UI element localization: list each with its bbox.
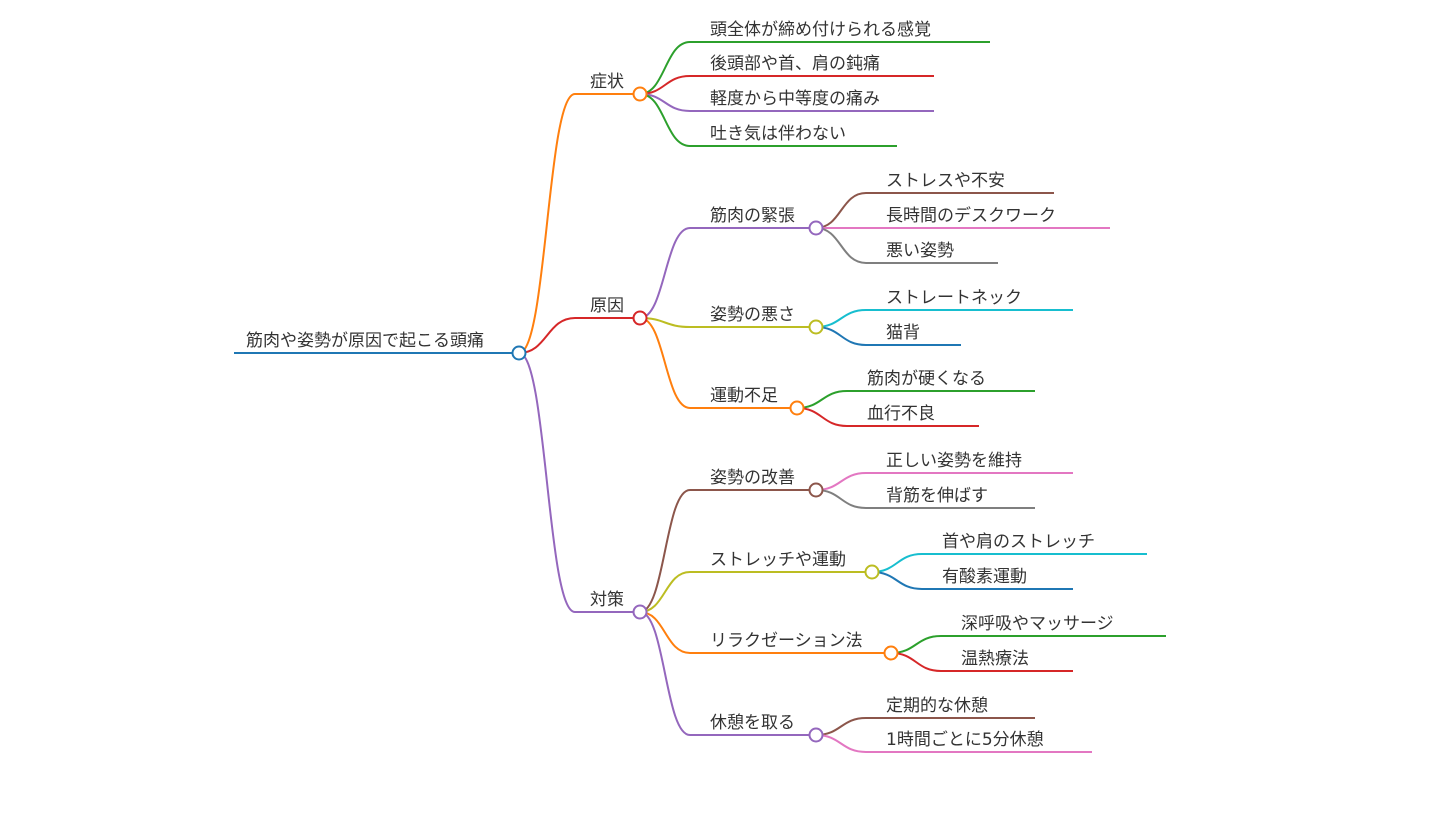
leaf-label-root-2-3-1[interactable]: 1時間ごとに5分休憩 bbox=[886, 730, 1044, 750]
labels-layer: 筋肉や姿勢が原因で起こる頭痛 症状 頭全体が締め付けられる感覚後頭部や首、肩の鈍痛軽… bbox=[246, 20, 1114, 750]
leaf-label-root-2-2-1[interactable]: 温熱療法 bbox=[961, 649, 1029, 669]
branch-label-root-1-0[interactable]: 筋肉の緊張 bbox=[710, 206, 795, 226]
collapse-toggle-root-0[interactable] bbox=[632, 86, 648, 102]
leaf-label-root-1-0-2[interactable]: 悪い姿勢 bbox=[886, 241, 954, 261]
collapse-toggle-root-2-0[interactable] bbox=[808, 482, 824, 498]
leaf-label-root-0-1[interactable]: 後頭部や首、肩の鈍痛 bbox=[710, 54, 880, 74]
branch-label-root-1-1[interactable]: 姿勢の悪さ bbox=[710, 305, 795, 325]
leaf-label-root-1-2-1[interactable]: 血行不良 bbox=[867, 404, 935, 424]
leaf-label-root-0-2[interactable]: 軽度から中等度の痛み bbox=[710, 89, 880, 109]
leaf-label-root-1-1-1[interactable]: 猫背 bbox=[886, 323, 920, 343]
connector-root-0 bbox=[518, 93, 576, 354]
collapse-toggle-root-2[interactable] bbox=[632, 604, 648, 620]
collapse-toggle-root-1-0[interactable] bbox=[808, 220, 824, 236]
connector-root-2 bbox=[518, 352, 576, 613]
connector-root-1-1-0 bbox=[815, 309, 867, 328]
branch-label-root[interactable]: 筋肉や姿勢が原因で起こる頭痛 bbox=[246, 331, 484, 351]
branch-label-root-2[interactable]: 対策 bbox=[590, 590, 624, 610]
collapse-toggle-root-2-3[interactable] bbox=[808, 727, 824, 743]
branch-label-root-2-1[interactable]: ストレッチや運動 bbox=[710, 550, 846, 570]
edges-layer bbox=[234, 41, 1166, 753]
leaf-label-root-2-3-0[interactable]: 定期的な休憩 bbox=[886, 696, 988, 716]
leaf-label-root-1-1-0[interactable]: ストレートネック bbox=[886, 288, 1022, 308]
collapse-toggle-root-1-1[interactable] bbox=[808, 319, 824, 335]
connector-root-2-1 bbox=[639, 571, 691, 613]
branch-label-root-1[interactable]: 原因 bbox=[590, 296, 624, 316]
connector-root-2-2-0 bbox=[890, 635, 942, 654]
leaf-label-root-2-1-1[interactable]: 有酸素運動 bbox=[942, 567, 1027, 587]
leaf-label-root-0-0[interactable]: 頭全体が締め付けられる感覚 bbox=[710, 20, 931, 40]
connector-root-2-2 bbox=[639, 611, 691, 654]
branch-label-root-1-2[interactable]: 運動不足 bbox=[710, 386, 778, 406]
connector-root-1-2-1 bbox=[796, 407, 848, 427]
connector-root-2-1-1 bbox=[871, 571, 923, 590]
leaf-label-root-2-2-0[interactable]: 深呼吸やマッサージ bbox=[961, 614, 1114, 634]
branch-label-root-2-0[interactable]: 姿勢の改善 bbox=[710, 468, 795, 488]
leaf-label-root-1-2-0[interactable]: 筋肉が硬くなる bbox=[867, 369, 986, 389]
connector-root-2-0 bbox=[639, 489, 691, 613]
connector-root-2-2-1 bbox=[890, 652, 942, 672]
branch-label-root-0[interactable]: 症状 bbox=[590, 72, 624, 92]
connector-root-1-2-0 bbox=[796, 390, 848, 409]
connector-root-2-3-1 bbox=[815, 734, 867, 753]
connector-root-1-1-1 bbox=[815, 326, 867, 346]
connector-root-1-0-0 bbox=[815, 192, 867, 229]
collapse-toggle-root-2-1[interactable] bbox=[864, 564, 880, 580]
leaf-label-root-2-0-1[interactable]: 背筋を伸ばす bbox=[886, 486, 988, 506]
connector-root-1-2 bbox=[639, 317, 691, 409]
connector-root-1-0 bbox=[639, 227, 691, 319]
connector-root-2-3 bbox=[639, 611, 691, 736]
connector-root-2-0-1 bbox=[815, 489, 867, 509]
connector-root-2-3-0 bbox=[815, 717, 867, 736]
connector-root-2-1-0 bbox=[871, 553, 923, 573]
connector-root-2-0-0 bbox=[815, 472, 867, 491]
leaf-label-root-1-0-1[interactable]: 長時間のデスクワーク bbox=[886, 205, 1056, 226]
nodes-layer bbox=[511, 86, 899, 743]
branch-label-root-2-2[interactable]: リラクゼーション法 bbox=[710, 631, 863, 651]
collapse-toggle-root-1-2[interactable] bbox=[789, 400, 805, 416]
branch-label-root-2-3[interactable]: 休憩を取る bbox=[710, 713, 795, 733]
leaf-label-root-1-0-0[interactable]: ストレスや不安 bbox=[886, 171, 1005, 191]
connector-root-1-0-2 bbox=[815, 227, 867, 264]
connector-root-1 bbox=[518, 317, 576, 354]
collapse-toggle-root-2-2[interactable] bbox=[883, 645, 899, 661]
leaf-label-root-0-3[interactable]: 吐き気は伴わない bbox=[710, 124, 846, 144]
collapse-toggle-root[interactable] bbox=[511, 345, 527, 361]
collapse-toggle-root-1[interactable] bbox=[632, 310, 648, 326]
leaf-label-root-2-0-0[interactable]: 正しい姿勢を維持 bbox=[886, 451, 1022, 471]
leaf-label-root-2-1-0[interactable]: 首や肩のストレッチ bbox=[942, 532, 1095, 552]
